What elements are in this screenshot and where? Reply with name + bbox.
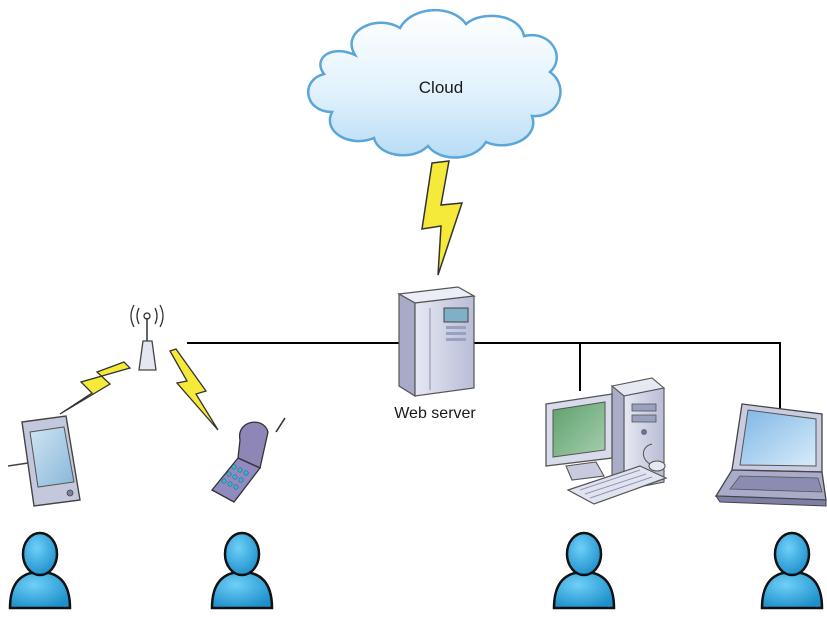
- user-icon: [760, 531, 824, 610]
- user-icon: [552, 531, 616, 610]
- lightning-bolt-icon: [169, 348, 219, 431]
- lightning-bolt-icon: [421, 160, 464, 276]
- laptop-icon: [714, 403, 827, 507]
- user-icon: [8, 531, 72, 610]
- cloud-icon: Cloud: [307, 9, 562, 159]
- wireless-access-point-icon: [130, 304, 164, 371]
- pda-icon: [7, 415, 81, 507]
- flip-phone-icon: [211, 417, 286, 503]
- web-server-icon: Web server: [394, 286, 476, 422]
- lightning-bolt-icon: [59, 361, 132, 415]
- cloud-label: Cloud: [419, 78, 463, 97]
- user-icon: [210, 531, 274, 610]
- desktop-computer-icon: [545, 377, 668, 505]
- connection-lines: [187, 342, 781, 410]
- web-server-label: Web server: [394, 405, 476, 422]
